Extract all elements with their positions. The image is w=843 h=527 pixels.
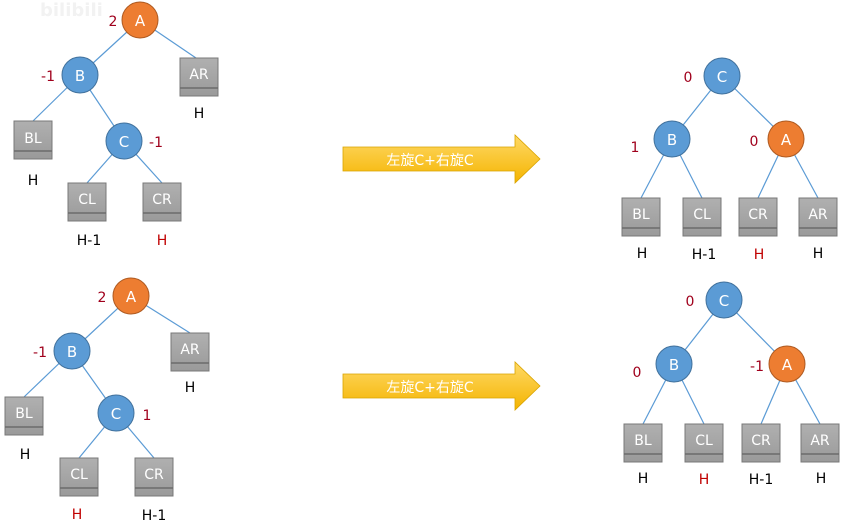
subtree-bl: BL <box>4 396 44 436</box>
subtree-label: CL <box>78 192 96 208</box>
subtree-ar: AR <box>798 197 838 237</box>
subtree-ar: AR <box>179 57 219 97</box>
height-label: H <box>72 507 83 523</box>
tree-bottom-left: A 2 B -1 C 1 AR H BL H CL H <box>4 277 210 524</box>
subtree-cl: CL <box>684 423 724 463</box>
subtree-cr: CR <box>134 457 174 497</box>
subtree-label: CR <box>751 433 771 449</box>
subtree-label: AR <box>810 433 830 449</box>
rotation-arrow-bottom: 左旋C+右旋C <box>342 361 541 411</box>
node-label: C <box>119 133 129 151</box>
subtree-cl: CL <box>67 182 107 222</box>
node-b: B <box>653 120 691 158</box>
subtree-bl: BL <box>13 120 53 160</box>
balance-factor: 0 <box>633 365 642 381</box>
node-c: C <box>703 57 741 95</box>
node-label: B <box>667 131 677 149</box>
node-label: A <box>135 12 146 30</box>
subtree-bl: BL <box>621 197 661 237</box>
height-label: H <box>816 471 827 487</box>
height-label: H <box>637 246 648 262</box>
node-label: B <box>75 67 85 85</box>
watermark: bilibili <box>40 0 103 21</box>
subtree-label: BL <box>15 406 33 422</box>
tree-top-left: A 2 B -1 C -1 AR H BL H <box>13 1 219 249</box>
height-label: H <box>699 472 710 488</box>
node-a: A <box>767 120 805 158</box>
balance-factor: 0 <box>686 294 695 310</box>
node-label: B <box>67 343 77 361</box>
node-label: C <box>719 292 729 310</box>
balance-factor: -1 <box>149 135 163 151</box>
subtree-label: CR <box>152 192 172 208</box>
balance-factor: 1 <box>143 408 152 424</box>
node-b: B <box>53 332 91 370</box>
node-c: C <box>105 122 143 160</box>
node-label: B <box>669 356 679 374</box>
height-label: H <box>813 246 824 262</box>
height-label: H-1 <box>692 247 717 263</box>
subtree-label: CL <box>70 467 88 483</box>
node-label: A <box>782 356 793 374</box>
node-label: A <box>126 288 137 306</box>
subtree-label: CR <box>748 207 768 223</box>
balance-factor: 2 <box>109 14 118 30</box>
height-label: H <box>28 173 39 189</box>
balance-factor: 1 <box>631 140 640 156</box>
balance-factor: 0 <box>750 134 759 150</box>
node-c: C <box>97 394 135 432</box>
balance-factor: -1 <box>33 345 47 361</box>
height-label: H-1 <box>77 233 102 249</box>
balance-factor: 2 <box>98 290 107 306</box>
tree-bottom-right: C 0 B 0 A -1 BL H CL H CR H-1 <box>623 281 840 488</box>
node-c: C <box>705 281 743 319</box>
height-label: H-1 <box>142 508 167 524</box>
subtree-label: BL <box>24 131 42 147</box>
subtree-cr: CR <box>738 197 778 237</box>
node-label: C <box>717 68 727 86</box>
balance-factor: -1 <box>41 69 55 85</box>
subtree-cl: CL <box>59 457 99 497</box>
height-label: H <box>20 447 31 463</box>
node-a: A <box>121 1 159 39</box>
rotation-arrow-top: 左旋C+右旋C <box>342 134 541 184</box>
node-b: B <box>655 345 693 383</box>
height-label: H <box>157 233 168 249</box>
node-label: C <box>111 405 121 423</box>
subtree-label: AR <box>808 207 828 223</box>
subtree-label: BL <box>632 207 650 223</box>
subtree-label: CL <box>695 433 713 449</box>
subtree-cl: CL <box>682 197 722 237</box>
height-label: H-1 <box>749 472 774 488</box>
subtree-label: CL <box>693 207 711 223</box>
subtree-label: BL <box>634 433 652 449</box>
height-label: H <box>754 247 765 263</box>
subtree-ar: AR <box>170 332 210 372</box>
subtree-bl: BL <box>623 423 663 463</box>
height-label: H <box>638 471 649 487</box>
height-label: H <box>185 380 196 396</box>
node-b: B <box>61 56 99 94</box>
rotation-label: 左旋C+右旋C <box>386 380 474 396</box>
subtree-cr: CR <box>142 182 182 222</box>
balance-factor: -1 <box>750 359 764 375</box>
node-a: A <box>112 277 150 315</box>
height-label: H <box>194 106 205 122</box>
balance-factor: 0 <box>684 70 693 86</box>
node-a: A <box>768 345 806 383</box>
subtree-ar: AR <box>800 423 840 463</box>
tree-top-right: C 0 B 1 A 0 BL H CL H-1 CR H <box>621 57 838 263</box>
rotation-label: 左旋C+右旋C <box>386 153 474 169</box>
subtree-label: AR <box>180 342 200 358</box>
subtree-label: AR <box>189 67 209 83</box>
subtree-label: CR <box>144 467 164 483</box>
node-label: A <box>781 131 792 149</box>
subtree-cr: CR <box>741 423 781 463</box>
